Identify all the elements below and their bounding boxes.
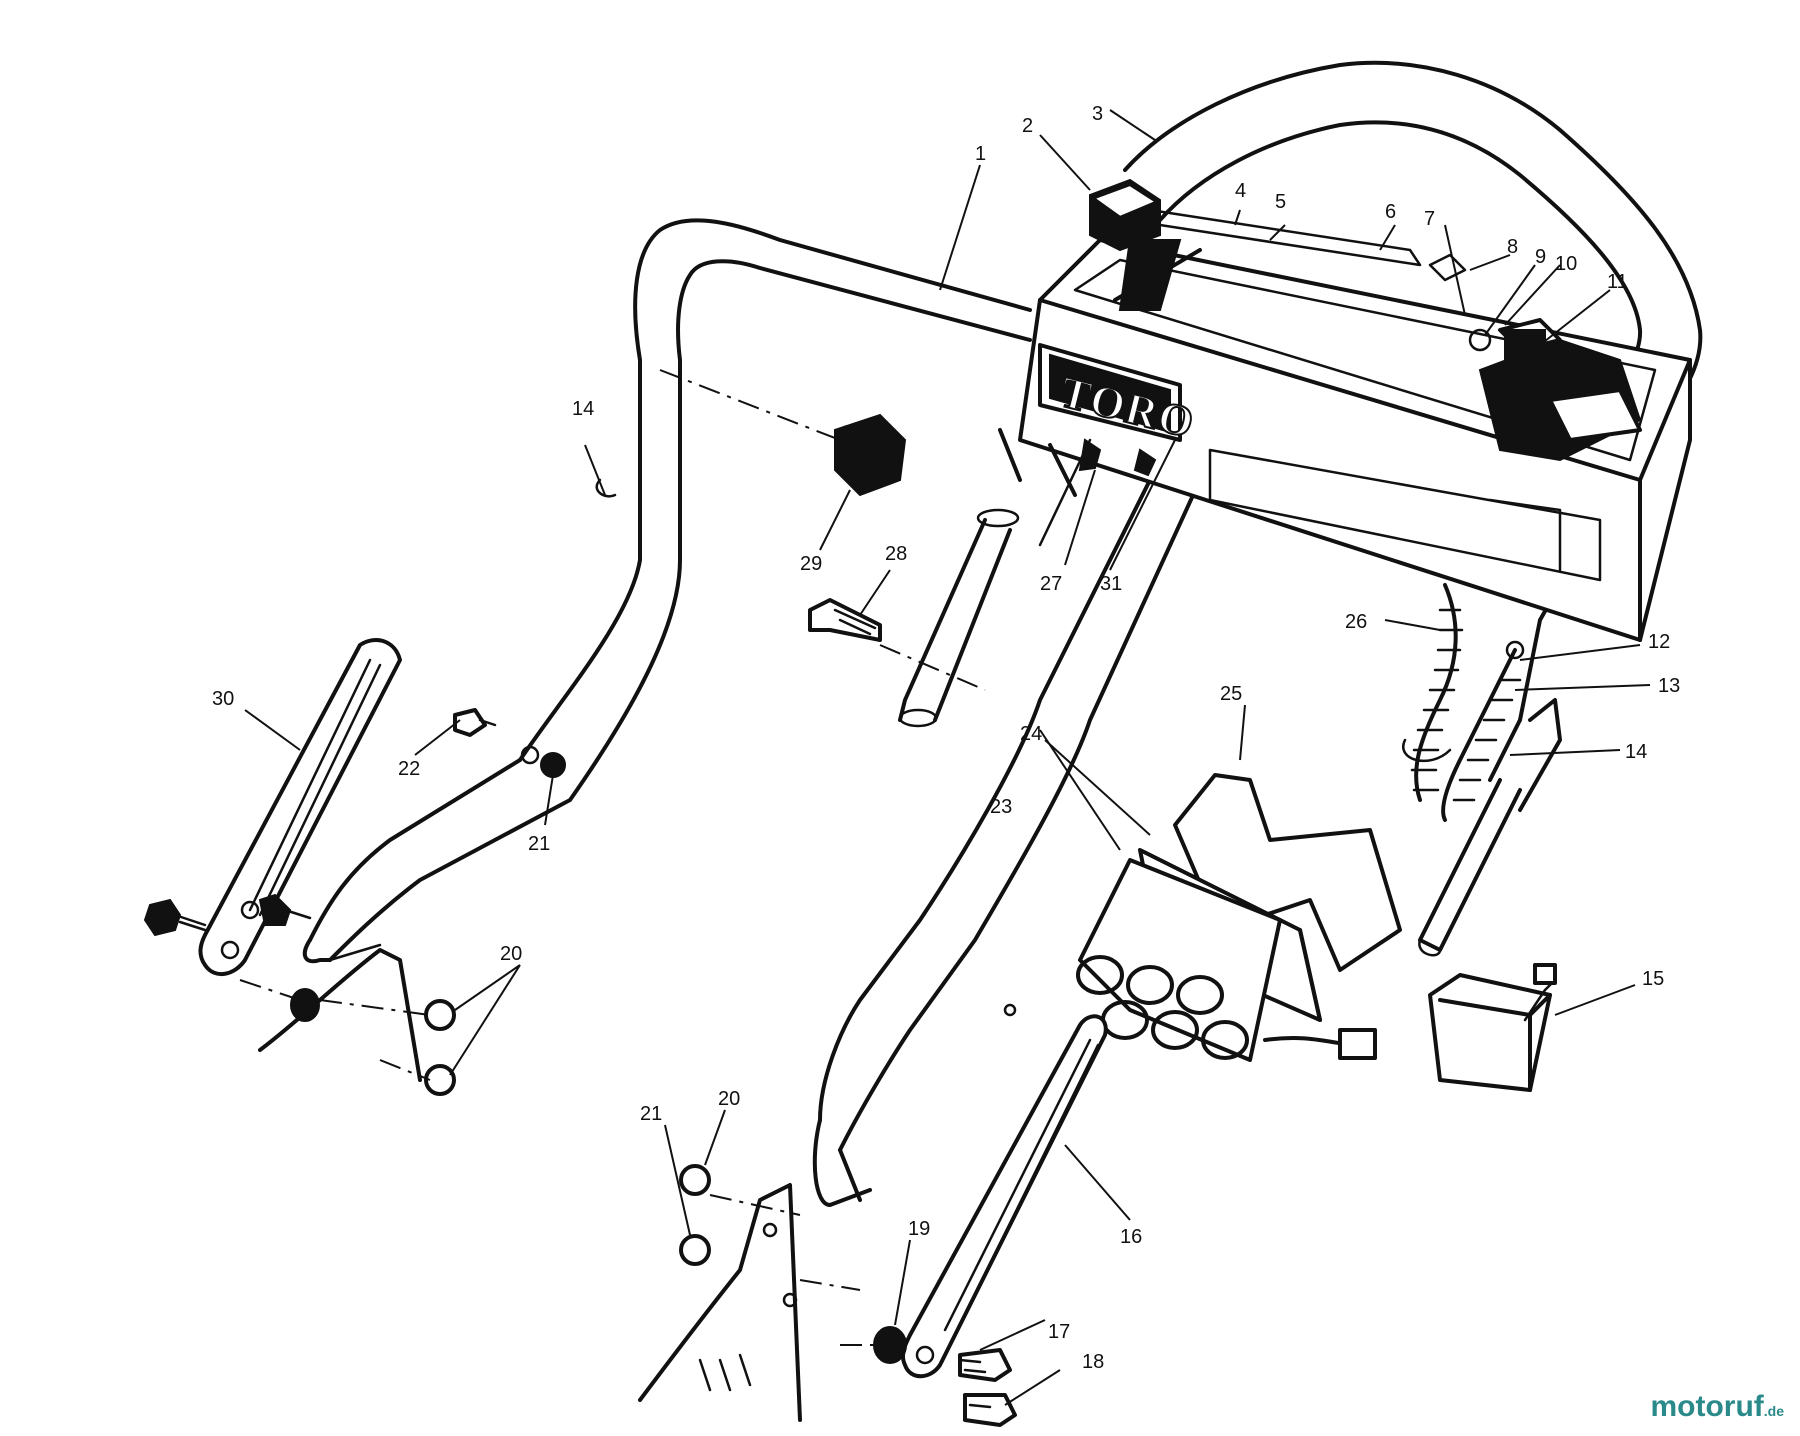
callout-26: 26 [1345, 611, 1367, 633]
short-tube [879, 428, 1077, 728]
handle-knob [659, 369, 907, 497]
callout-3: 3 [1092, 103, 1103, 125]
left-bracket-arm [198, 638, 402, 976]
control-cable [1402, 583, 1525, 822]
callout-19: 19 [908, 1218, 930, 1240]
callout-20-right: 20 [718, 1088, 740, 1110]
callout-14-right: 14 [1625, 741, 1647, 763]
callout-5: 5 [1275, 191, 1286, 213]
callout-27: 27 [1040, 573, 1062, 595]
callout-20-left: 20 [500, 943, 522, 965]
callout-31: 31 [1100, 573, 1122, 595]
callout-13: 13 [1658, 675, 1680, 697]
callout-8: 8 [1507, 236, 1518, 258]
callout-12: 12 [1648, 631, 1670, 653]
callout-11: 11 [1607, 271, 1628, 293]
decal-strip [1148, 208, 1422, 267]
callout-9: 9 [1535, 246, 1546, 268]
ignition-switch-assembly [1428, 253, 1642, 462]
callout-6: 6 [1385, 201, 1396, 223]
cable-guide [1418, 698, 1562, 957]
callout-21-left: 21 [528, 833, 550, 855]
callout-10: 10 [1555, 253, 1577, 275]
callout-29: 29 [800, 553, 822, 575]
callout-22: 22 [398, 758, 420, 780]
callout-16: 16 [1120, 1226, 1142, 1248]
right-deck-bracket [638, 1183, 880, 1422]
right-hardware [679, 1164, 1017, 1427]
throttle-control [1089, 178, 1202, 311]
screw [1038, 438, 1157, 547]
callout-23: 23 [990, 796, 1012, 818]
callout-2: 2 [1022, 115, 1033, 137]
connector-box [1428, 963, 1557, 1092]
callout-17: 17 [1048, 1321, 1070, 1343]
battery-pack [1076, 858, 1377, 1062]
callout-21-right: 21 [640, 1103, 662, 1125]
left-deck-bracket [239, 943, 431, 1082]
carriage-bolt [808, 598, 882, 642]
leader-lines [244, 109, 1651, 1406]
main-handle [302, 218, 1032, 964]
lower-handle-tube [812, 458, 1202, 1207]
callout-18: 18 [1082, 1351, 1104, 1373]
callout-28: 28 [885, 543, 907, 565]
callout-1: 1 [975, 143, 986, 165]
callout-24: 24 [1020, 723, 1042, 745]
callout-25: 25 [1220, 683, 1242, 705]
watermark-text: motoruf [1650, 1390, 1764, 1423]
callout-4: 4 [1235, 180, 1246, 202]
callout-15: 15 [1642, 968, 1664, 990]
callout-labels: 1 2 3 4 5 6 7 8 9 10 11 12 13 14 14 15 1… [212, 103, 1680, 1373]
callout-14-left: 14 [572, 398, 594, 420]
watermark-suffix: .de [1763, 1403, 1784, 1419]
left-hardware [143, 478, 617, 1096]
callout-7: 7 [1424, 208, 1435, 230]
watermark: motoruf.de [1650, 1390, 1784, 1424]
right-bracket-arm [900, 1014, 1108, 1379]
callout-30: 30 [212, 688, 234, 710]
